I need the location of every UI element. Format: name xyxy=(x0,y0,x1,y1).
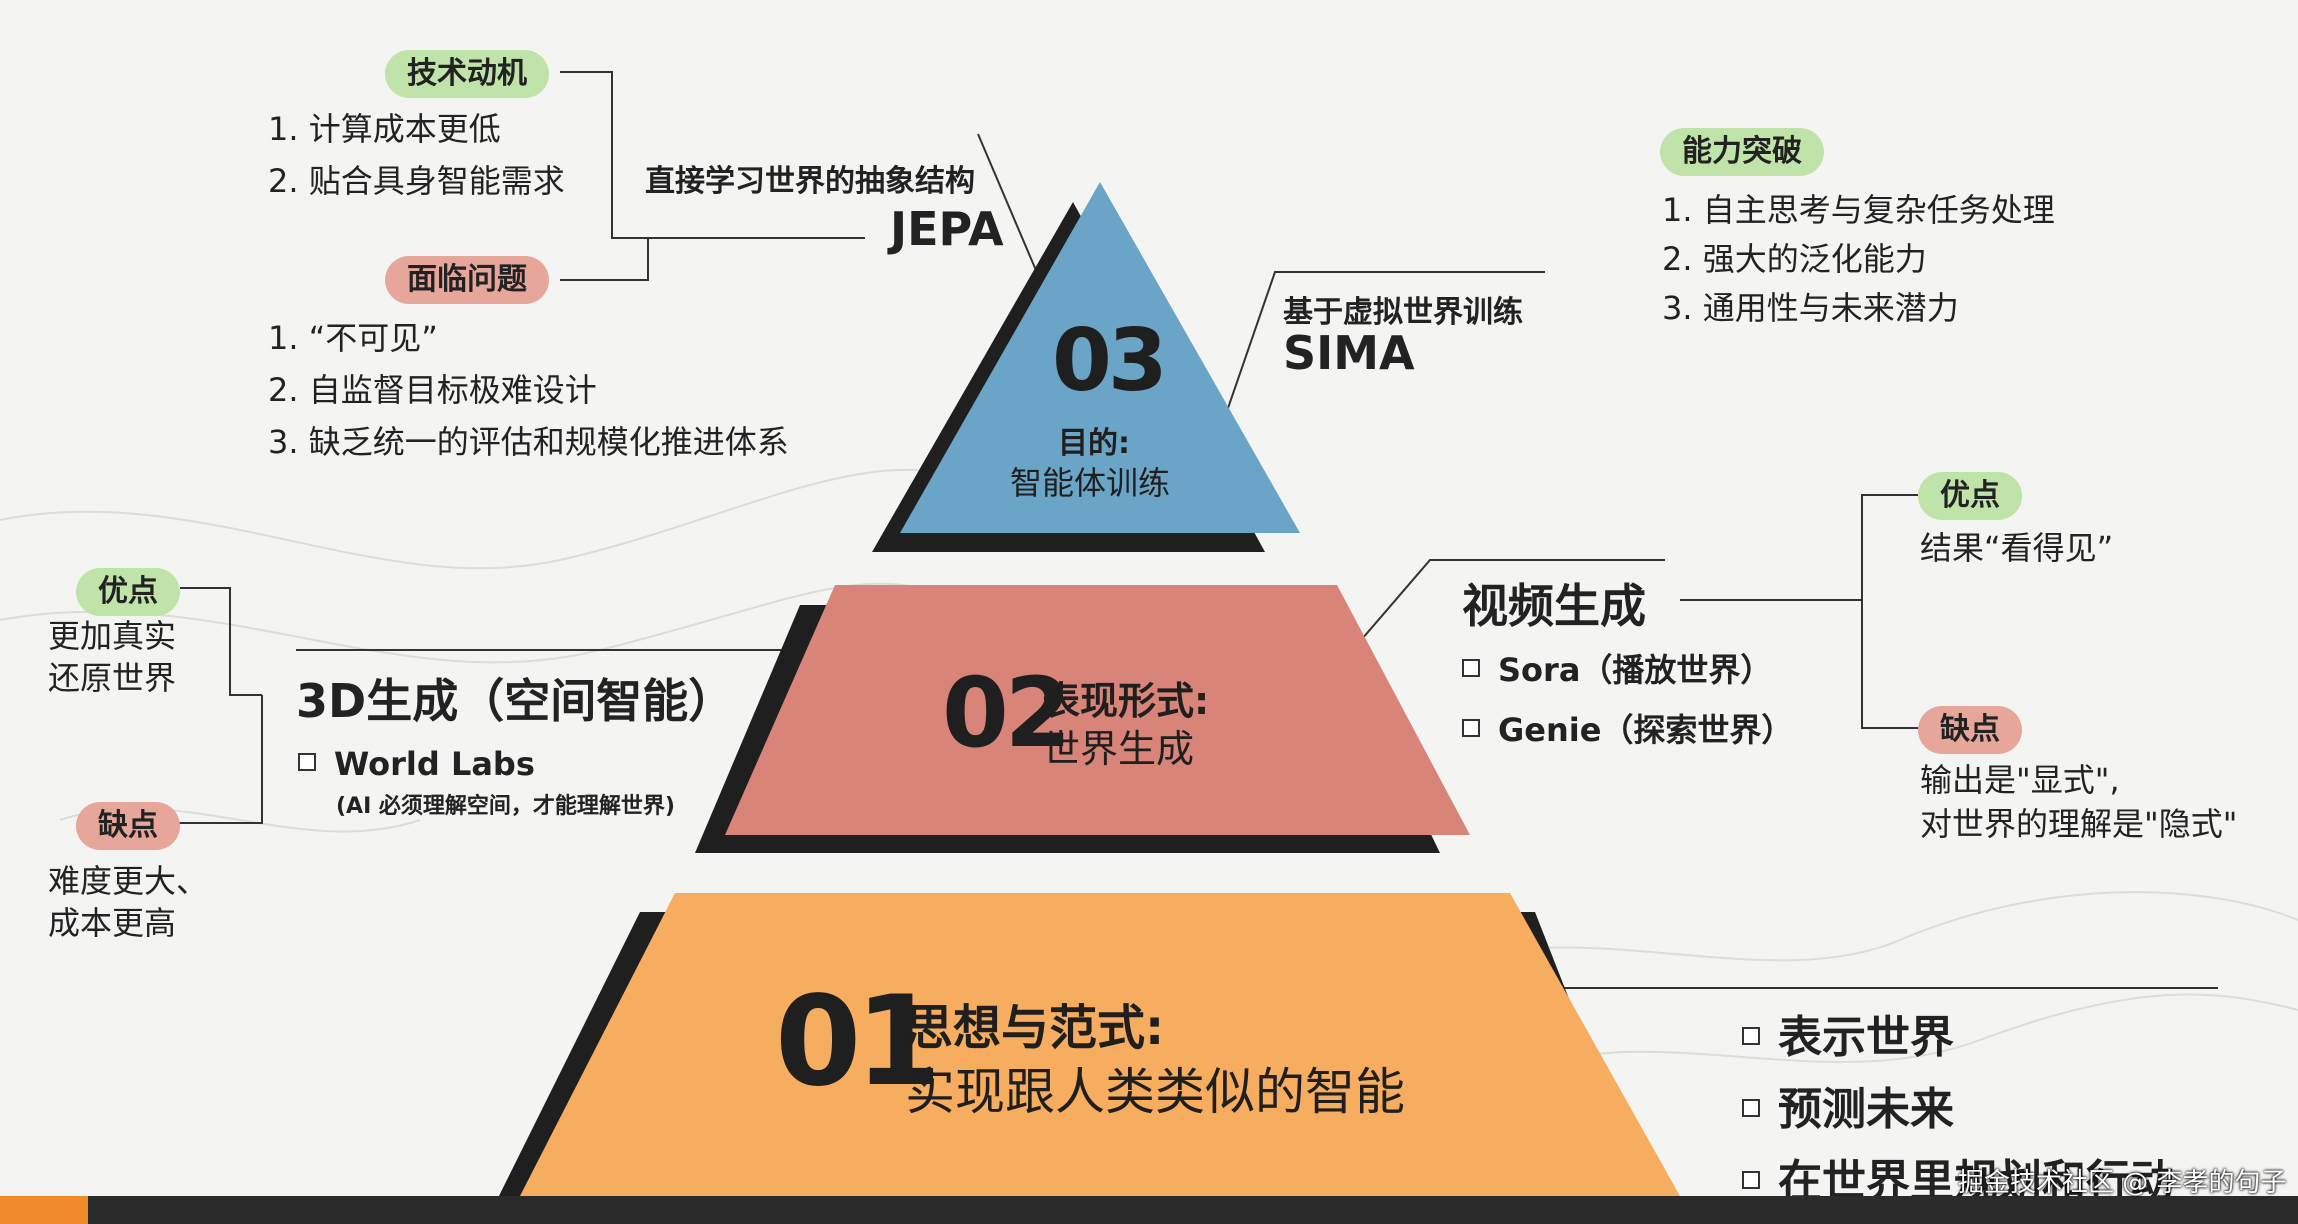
tier1-subtitle: 实现跟人类类似的智能 xyxy=(905,1063,1405,1121)
gen3d-item-label: World Labs xyxy=(334,745,535,783)
tier2-title: 表现形式: xyxy=(1042,679,1210,723)
checkbox-icon xyxy=(298,753,316,771)
jepa-problems-list: 1. “不可见” 2. 自监督目标极难设计 3. 缺乏统一的评估和规模化推进体系 xyxy=(268,312,789,468)
video-pros-text: 结果“看得见” xyxy=(1920,529,2114,567)
gen3d-pros-text: 更加真实 还原世界 xyxy=(48,615,176,699)
list-item: 表示世界 xyxy=(1742,1002,2174,1074)
tier1-trapezoid xyxy=(520,893,1680,1196)
checkbox-icon xyxy=(1742,1099,1760,1117)
gen3d-item: World Labs xyxy=(298,745,535,783)
list-item: 更加真实 xyxy=(48,617,177,655)
tier2-trapezoid xyxy=(725,585,1470,835)
list-item: 2. 贴合具身智能需求 xyxy=(268,162,565,200)
video-progress-fill xyxy=(0,1196,88,1224)
checkbox-icon xyxy=(1462,719,1480,737)
list-item: 输出是"显式", xyxy=(1920,761,2120,799)
checkbox-icon xyxy=(1462,659,1480,677)
list-item: 还原世界 xyxy=(48,659,177,697)
jepa-problems-pill: 面临问题 xyxy=(385,256,549,304)
video-pros-pill: 优点 xyxy=(1918,472,2022,520)
jepa-motivation-list: 1. 计算成本更低 2. 贴合具身智能需求 xyxy=(268,103,565,207)
list-item: 3. 通用性与未来潜力 xyxy=(1662,289,1959,327)
list-item: 预测未来 xyxy=(1742,1074,2174,1146)
video-progress-track[interactable] xyxy=(0,1196,2298,1224)
video-items: Sora（播放世界） Genie（探索世界） xyxy=(1462,640,1793,760)
watermark: 掘金技术社区 @ 李孝的句子 xyxy=(1958,1168,2287,1198)
tier2-subtitle: 世界生成 xyxy=(1042,727,1195,771)
list-item: 成本更高 xyxy=(48,904,177,942)
list-item: 对世界的理解是"隐式" xyxy=(1920,805,2238,843)
tier1-title: 思想与范式: xyxy=(905,1000,1165,1056)
tier3-triangle xyxy=(900,182,1300,533)
jepa-motivation-pill: 技术动机 xyxy=(385,50,549,98)
list-item: 1. 自主思考与复杂任务处理 xyxy=(1662,191,2055,229)
list-item: 3. 缺乏统一的评估和规模化推进体系 xyxy=(268,423,789,461)
tier3-title: 目的: xyxy=(1058,426,1130,461)
tier3-subtitle: 智能体训练 xyxy=(1010,464,1171,502)
video-title: 视频生成 xyxy=(1462,579,1646,633)
list-item: Sora（播放世界） xyxy=(1462,640,1793,700)
jepa-caption: 直接学习世界的抽象结构 xyxy=(645,164,975,199)
list-item: 1. “不可见” xyxy=(268,319,438,357)
tier1-number: 01 xyxy=(775,970,942,1114)
gen3d-pros-pill: 优点 xyxy=(76,568,180,616)
list-item: 难度更大、 xyxy=(48,862,209,900)
gen3d-cons-text: 难度更大、 成本更高 xyxy=(48,860,208,944)
list-item: 2. 强大的泛化能力 xyxy=(1662,240,1927,278)
jepa-name: JEPA xyxy=(890,202,1004,256)
sima-caption: 基于虚拟世界训练 xyxy=(1283,295,1523,330)
gen3d-title: 3D生成（空间智能） xyxy=(296,674,735,728)
sima-breakthrough-pill: 能力突破 xyxy=(1660,128,1824,176)
checkbox-icon xyxy=(1742,1027,1760,1045)
gen3d-cons-pill: 缺点 xyxy=(76,802,180,850)
gen3d-note: (AI 必须理解空间，才能理解世界) xyxy=(336,794,675,819)
list-item: 2. 自监督目标极难设计 xyxy=(268,371,597,409)
tier2-number: 02 xyxy=(942,657,1072,769)
sima-breakthrough-list: 1. 自主思考与复杂任务处理 2. 强大的泛化能力 3. 通用性与未来潜力 xyxy=(1662,186,2055,333)
contour-background xyxy=(0,468,2298,1081)
list-item: 1. 计算成本更低 xyxy=(268,110,501,148)
tier3-number: 03 xyxy=(1052,311,1168,411)
sima-name: SIMA xyxy=(1283,326,1415,380)
checkbox-icon xyxy=(1742,1171,1760,1189)
video-cons-text: 输出是"显式", 对世界的理解是"隐式" xyxy=(1920,758,2237,846)
list-item: Genie（探索世界） xyxy=(1462,700,1793,760)
video-cons-pill: 缺点 xyxy=(1918,706,2022,754)
